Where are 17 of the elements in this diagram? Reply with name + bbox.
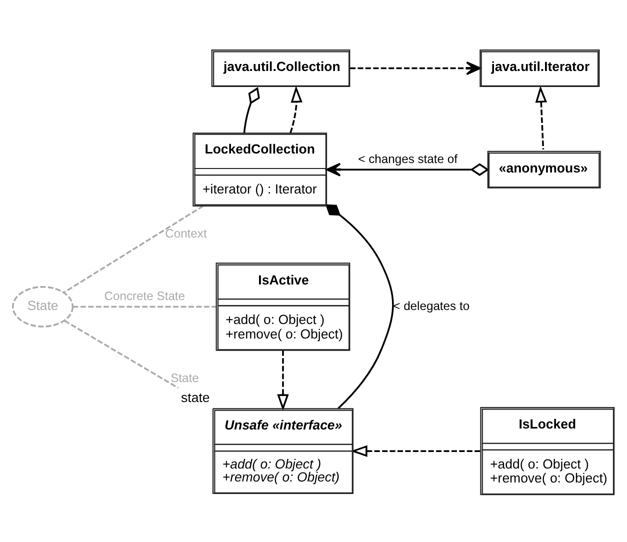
arrow — [535, 85, 548, 149]
connector — [325, 204, 394, 409]
arrow — [290, 85, 302, 133]
arrow — [350, 60, 481, 75]
edge-label: < delegates to — [393, 298, 470, 312]
connector — [243, 86, 260, 133]
connector — [63, 204, 204, 293]
edge-label: State — [170, 370, 199, 384]
connector — [72, 305, 216, 308]
arrow — [326, 162, 490, 176]
edge-label: Concrete State — [104, 288, 186, 302]
node-label: state — [181, 390, 210, 405]
arrow — [277, 350, 289, 411]
edge-label: Context — [165, 226, 207, 240]
arrow — [350, 444, 481, 456]
node-ellipse: State — [12, 286, 74, 327]
edge-label: < changes state of — [358, 151, 458, 166]
